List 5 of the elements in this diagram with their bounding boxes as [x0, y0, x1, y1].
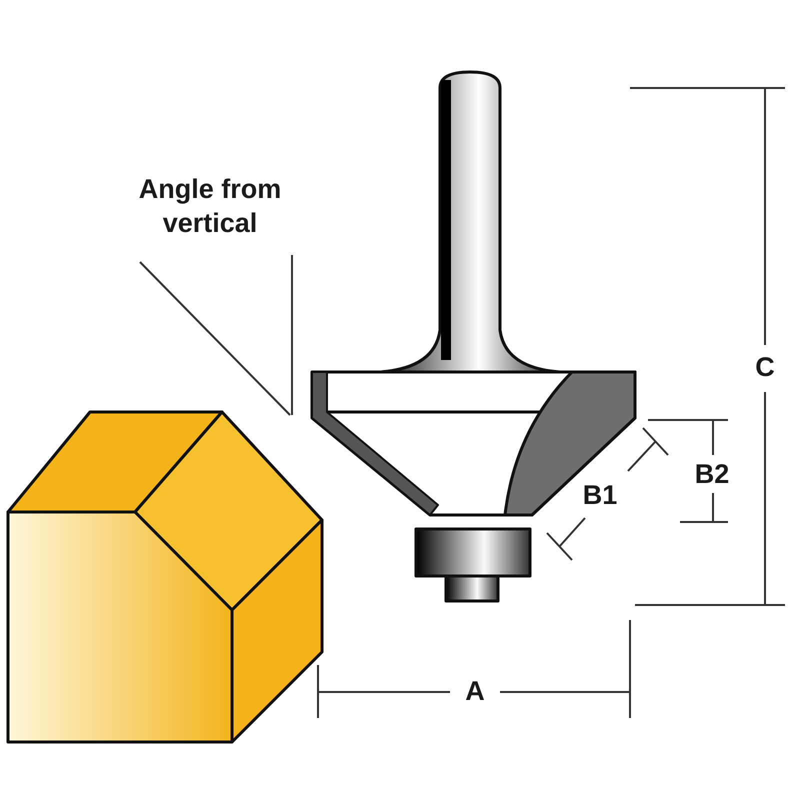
dimension-label: B2	[694, 458, 730, 491]
dimension-label: C	[754, 351, 776, 384]
dimension-label: A	[464, 675, 486, 708]
dimension-label: B1	[582, 479, 618, 512]
annotation-text: Angle from vertical	[138, 173, 282, 240]
